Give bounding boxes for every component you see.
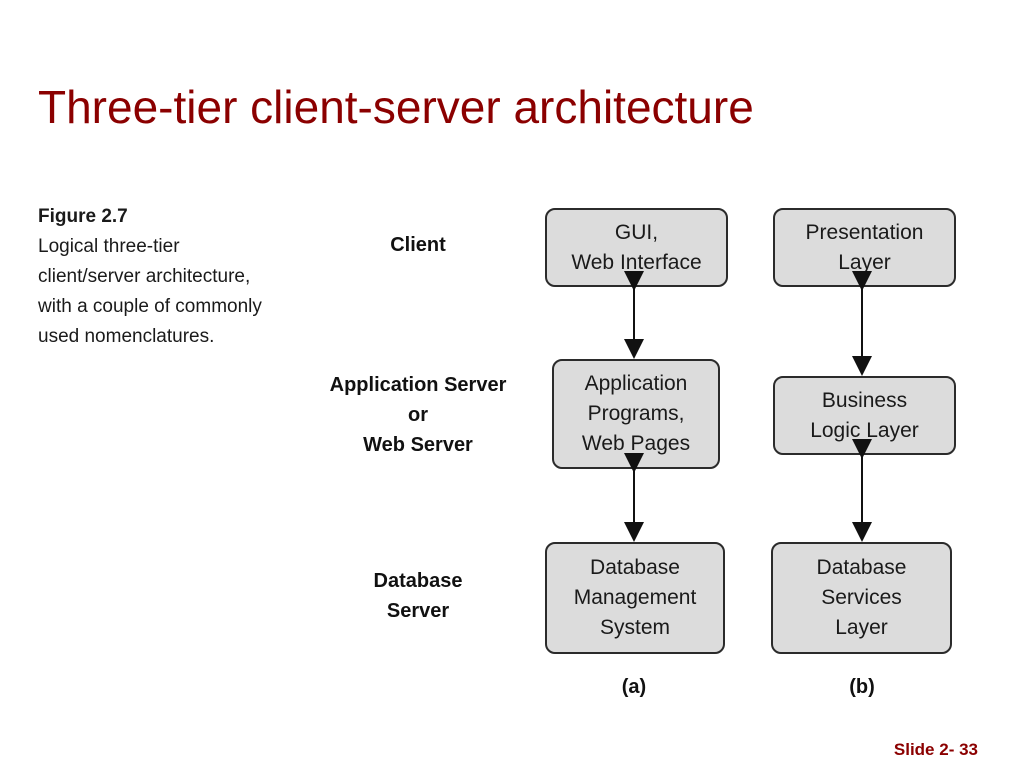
tier-label-application-server: Application Server or Web Server [313, 370, 523, 460]
figure-number: Figure 2.7 [38, 206, 128, 227]
box-text-line: Management [573, 586, 697, 609]
column-label-b: (b) [849, 676, 875, 698]
box-text-line: Application [584, 372, 688, 395]
box-application-programs: Application Programs, Web Pages [552, 359, 720, 469]
box-text-line: Web Pages [581, 432, 691, 455]
figure-caption: Figure 2.7 Logical three-tier client/ser… [38, 202, 328, 352]
caption-line: Logical three-tier [38, 236, 180, 257]
box-text-line: System [599, 616, 670, 639]
caption-line: client/server architecture, [38, 266, 251, 287]
box-text-line: Business [821, 388, 908, 412]
box-text-line: Services [821, 586, 902, 609]
box-dbms: Database Management System [545, 542, 725, 654]
box-text-line: Layer [835, 616, 888, 639]
box-text-line: Database [590, 556, 680, 579]
tier-label-client: Client [368, 230, 468, 260]
box-text-line: GUI, [614, 220, 659, 244]
tier-label-line: Application Server [329, 374, 507, 396]
column-label-a: (a) [621, 676, 647, 698]
tier-label-line: or [408, 404, 428, 426]
box-text-line: Layer [838, 250, 891, 274]
tier-label-database-server: Database Server [358, 566, 478, 626]
box-text-line: Presentation [805, 220, 924, 244]
slide-number: Slide 2- 33 [893, 740, 978, 759]
box-text-line: Database [816, 556, 907, 579]
box-database-services-layer: Database Services Layer [771, 542, 952, 654]
tier-label-line: Client [390, 234, 446, 256]
tier-label-line: Server [386, 600, 450, 622]
box-text-line: Programs, [587, 402, 685, 425]
caption-line: used nomenclatures. [38, 326, 215, 347]
tier-label-line: Web Server [363, 434, 473, 456]
slide-title: Three-tier client-server architecture [38, 81, 754, 133]
caption-line: with a couple of commonly [38, 296, 262, 317]
box-text-line: Web Interface [571, 250, 702, 274]
box-text-line: Logic Layer [810, 418, 919, 442]
tier-label-line: Database [373, 570, 463, 592]
